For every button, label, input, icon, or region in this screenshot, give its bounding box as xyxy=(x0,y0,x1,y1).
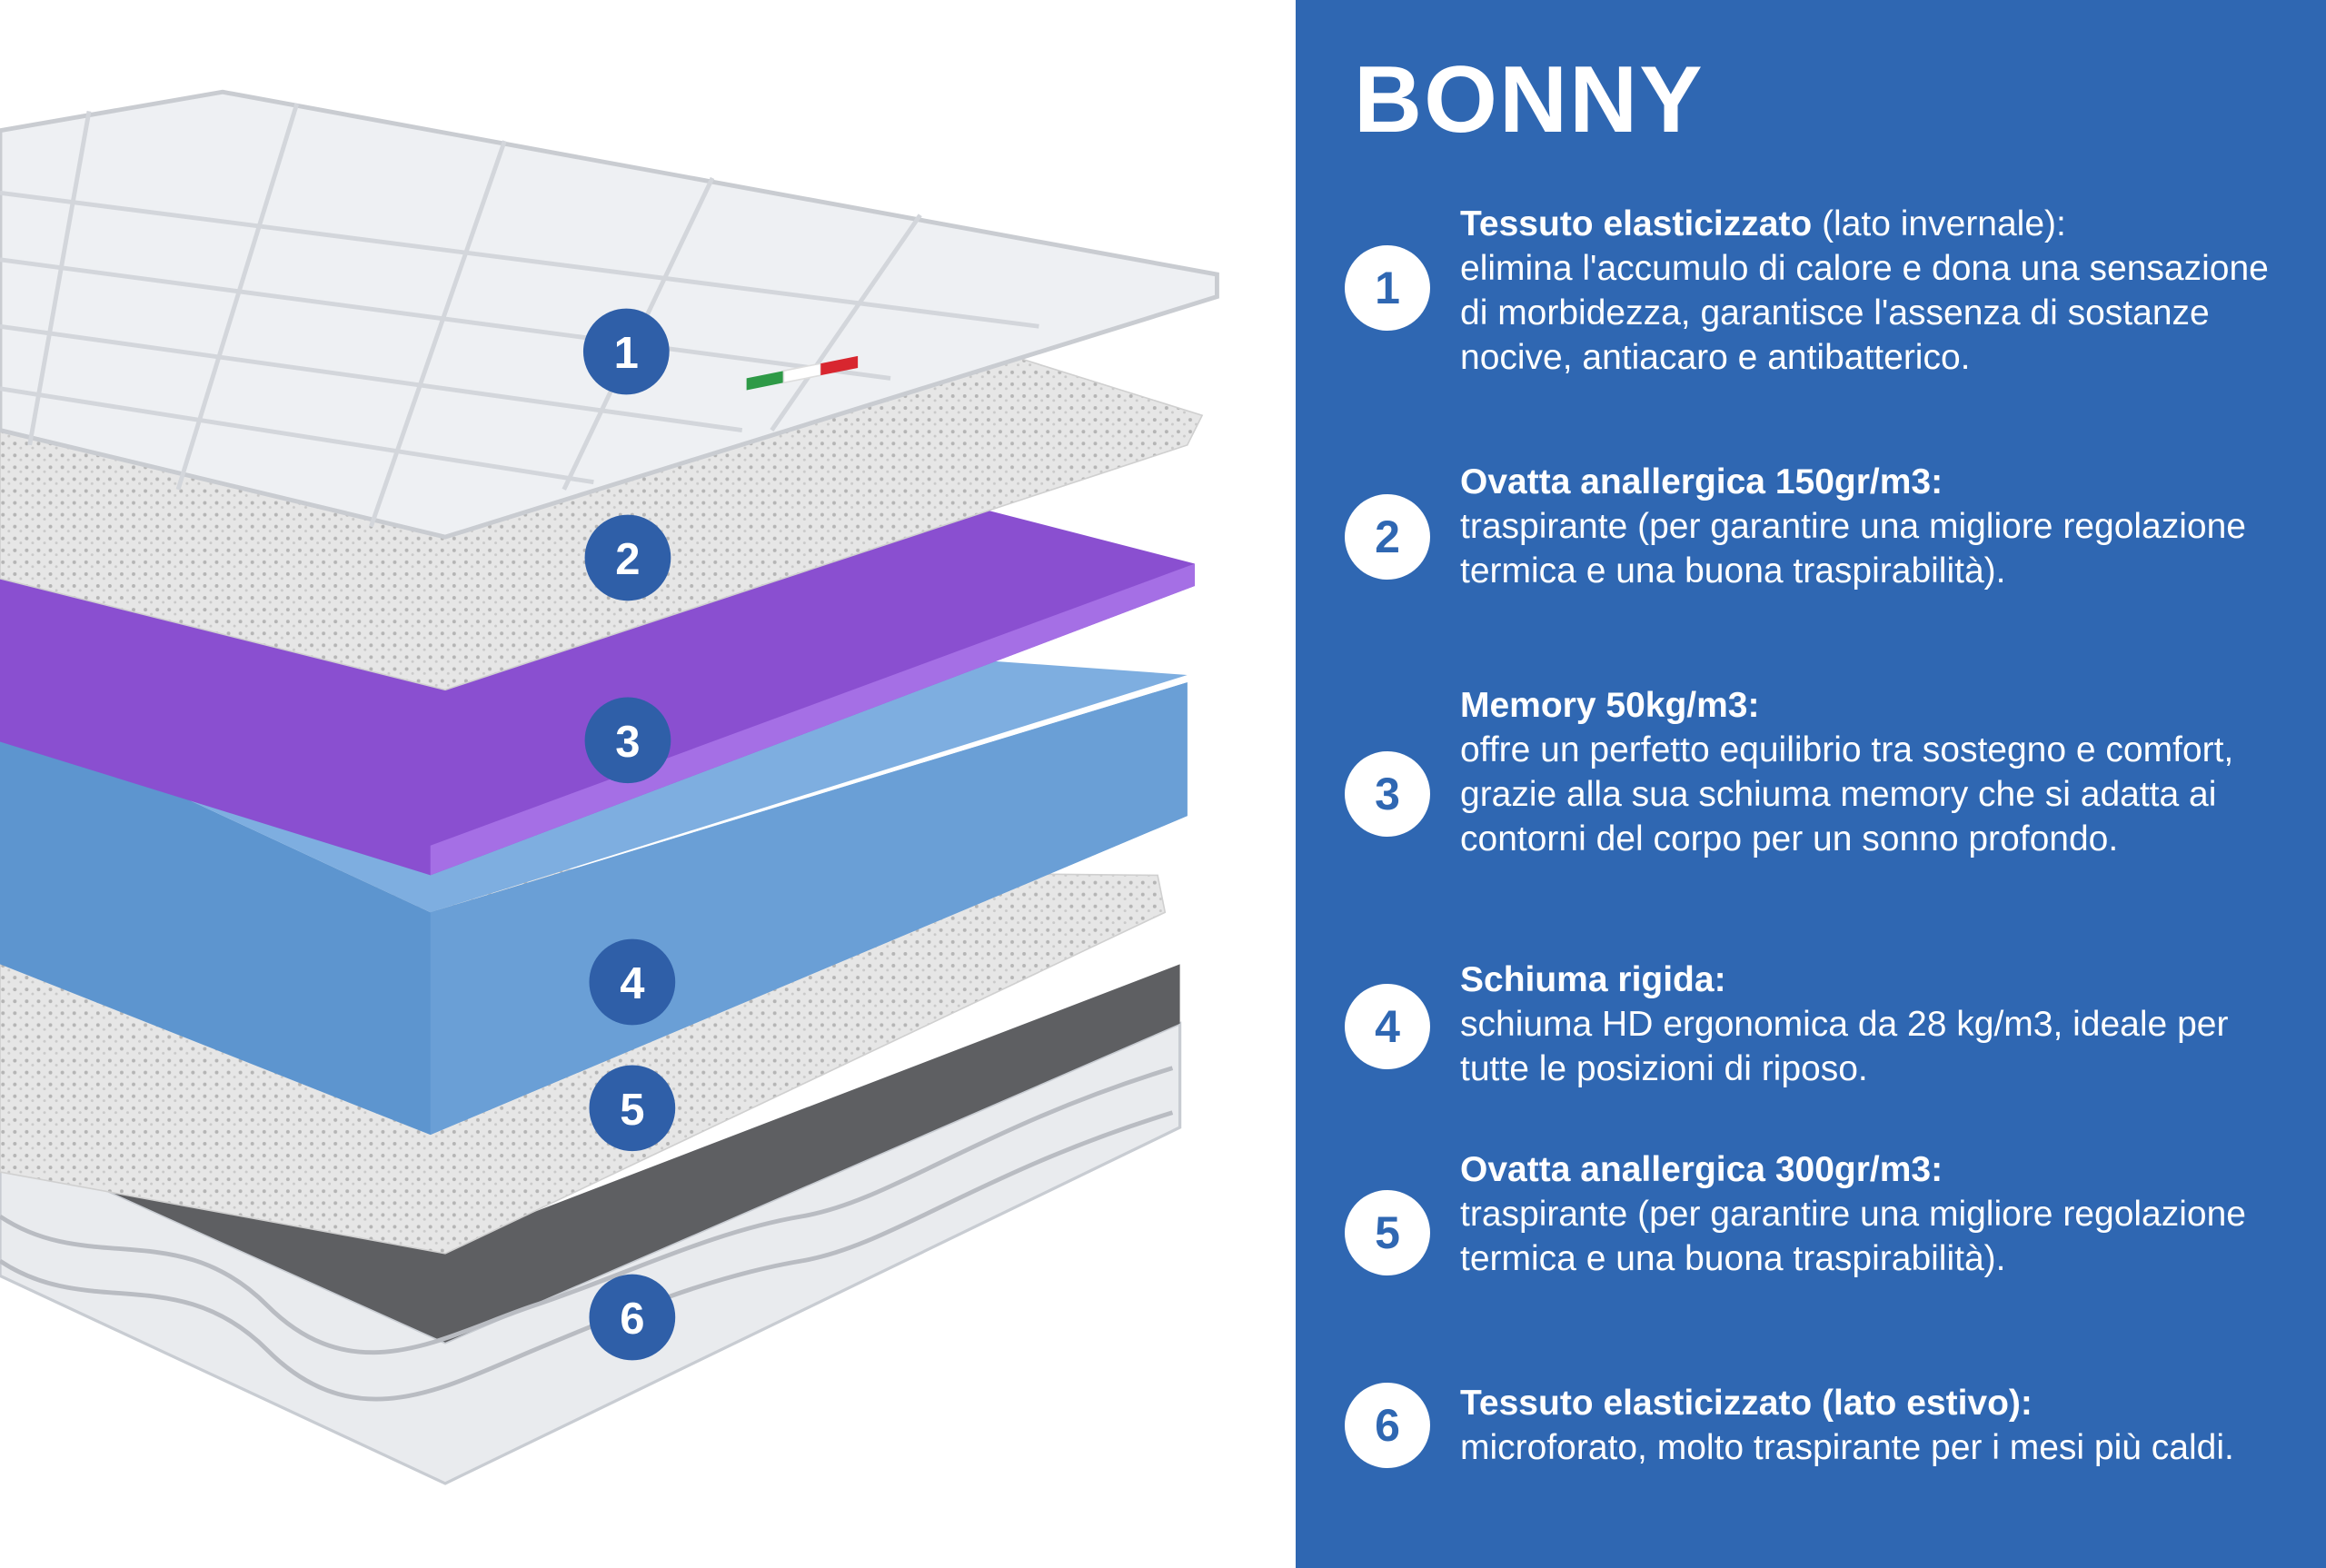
layer-badge-6: 6 xyxy=(589,1274,676,1361)
number-circle: 5 xyxy=(1345,1190,1430,1275)
layer-badge-5: 5 xyxy=(589,1065,676,1152)
item-description: traspirante (per garantire una migliore … xyxy=(1460,507,2246,590)
item-heading: Tessuto elasticizzato (lato estivo): xyxy=(1460,1384,2033,1423)
italian-flag-icon xyxy=(746,355,859,391)
item-description: traspirante (per garantire una migliore … xyxy=(1460,1195,2246,1278)
item-heading: Ovatta anallergica 150gr/m3: xyxy=(1460,462,1943,501)
item-text: Memory 50kg/m3: offre un perfetto equilib… xyxy=(1460,683,2305,861)
layer-badge-1: 1 xyxy=(582,308,670,395)
layer-badge-2: 2 xyxy=(584,514,671,601)
svg-text:5: 5 xyxy=(620,1086,644,1135)
item-heading: Tessuto elasticizzato xyxy=(1460,204,1813,243)
item-description: microforato, molto traspirante per i mes… xyxy=(1460,1428,2234,1467)
item-heading: Schiuma rigida: xyxy=(1460,960,1726,999)
svg-text:2: 2 xyxy=(615,535,640,584)
number-circle: 2 xyxy=(1345,494,1430,580)
layer-badge-3: 3 xyxy=(584,697,671,784)
item-heading-suffix: (lato invernale): xyxy=(1812,204,2066,243)
number-circle: 3 xyxy=(1345,751,1430,837)
description-panel: BONNY 1 Tessuto elasticizzato (lato inve… xyxy=(1296,0,2326,1568)
item-text: Schiuma rigida: schiuma HD ergonomica da … xyxy=(1460,958,2305,1091)
number-circle: 4 xyxy=(1345,984,1430,1069)
item-description: schiuma HD ergonomica da 28 kg/m3, ideal… xyxy=(1460,1005,2229,1088)
item-text: Ovatta anallergica 300gr/m3: traspirante … xyxy=(1460,1147,2305,1281)
layer-badge-4: 4 xyxy=(589,938,676,1026)
item-heading: Ovatta anallergica 300gr/m3: xyxy=(1460,1150,1943,1189)
item-text: Tessuto elasticizzato (lato invernale): e… xyxy=(1460,202,2305,380)
layer-6-base xyxy=(0,964,1182,1485)
item-description: offre un perfetto equilibrio tra sostegn… xyxy=(1460,730,2234,858)
item-description: elimina l'accumulo di calore e dona una … xyxy=(1460,249,2269,377)
svg-text:6: 6 xyxy=(620,1295,644,1344)
item-text: Tessuto elasticizzato (lato estivo): micr… xyxy=(1460,1381,2305,1470)
item-text: Ovatta anallergica 150gr/m3: traspirante … xyxy=(1460,460,2305,593)
svg-text:3: 3 xyxy=(615,718,640,767)
item-heading: Memory 50kg/m3: xyxy=(1460,686,1760,725)
svg-text:1: 1 xyxy=(614,329,639,378)
product-title: BONNY xyxy=(1354,47,1705,153)
mattress-layers-illustration: 1 2 3 4 5 6 xyxy=(0,89,1219,1485)
number-circle: 6 xyxy=(1345,1383,1430,1468)
number-circle: 1 xyxy=(1345,245,1430,331)
svg-text:4: 4 xyxy=(620,959,644,1008)
